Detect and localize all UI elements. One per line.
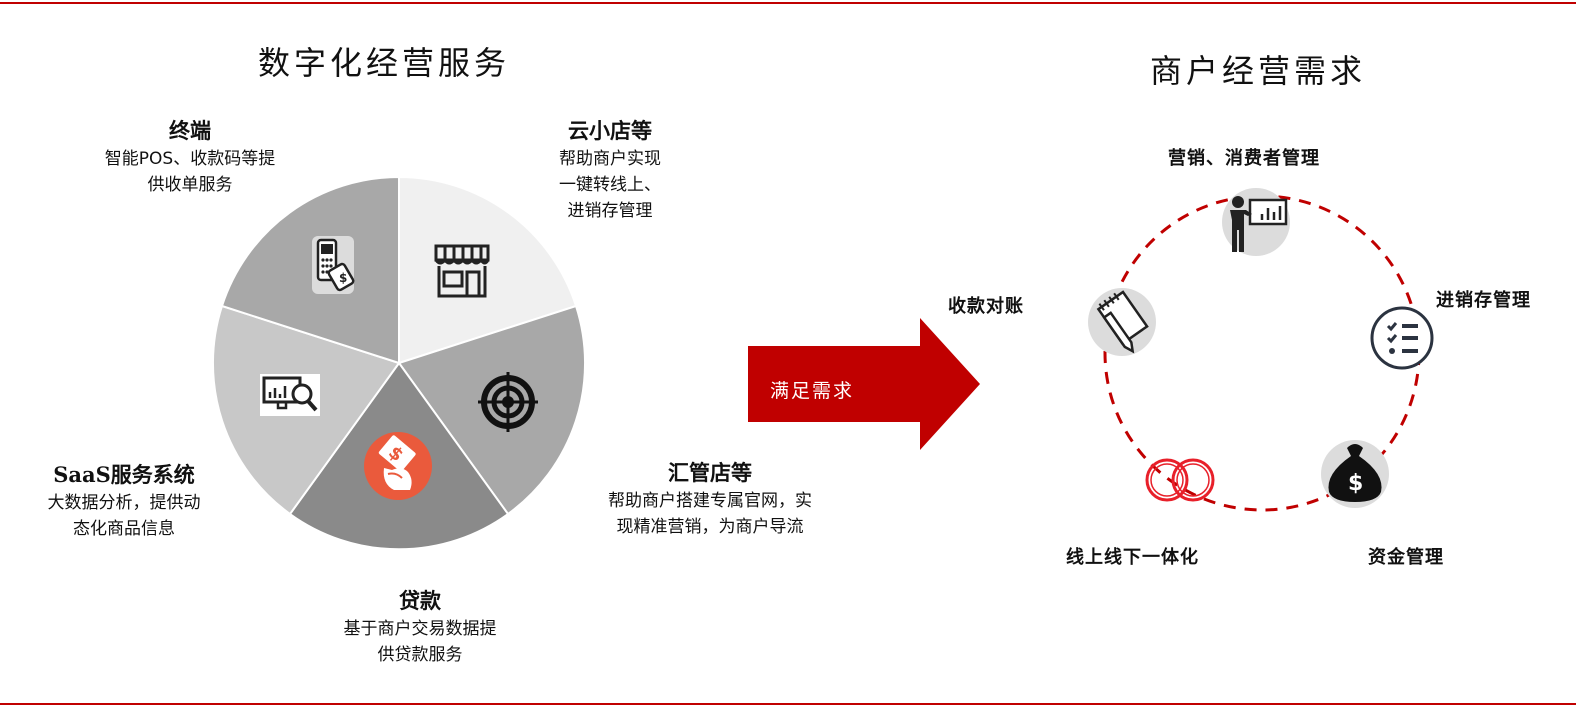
- segment-desc-line: 态化商品信息: [73, 519, 175, 539]
- segment-heading: 贷款: [399, 588, 441, 613]
- top-rule: [0, 2, 1576, 4]
- segment-desc-line: 供收单服务: [147, 175, 233, 195]
- segment-loan-text: 贷款 基于商户交易数据提 供贷款服务: [290, 586, 550, 668]
- segment-heading: 终端: [169, 118, 211, 143]
- satisfy-arrow: [748, 318, 980, 450]
- bottom-rule: [0, 703, 1576, 705]
- segment-desc-line: 大数据分析，提供动: [47, 493, 201, 513]
- svg-text:$: $: [339, 271, 347, 285]
- pie-wedge-cloud-store: [398, 175, 578, 365]
- node-label-marketing: 营销、消费者管理: [1168, 148, 1320, 169]
- storefront-icon: [434, 244, 490, 298]
- left-title: 数字化经营服务: [258, 44, 511, 82]
- segment-desc-line: 供贷款服务: [377, 645, 463, 665]
- segment-terminal-text: 终端 智能POS、收款码等提 供收单服务: [40, 116, 340, 198]
- right-title: 商户经营需求: [1150, 52, 1367, 90]
- segment-huiguan-text: 汇管店等 帮助商户搭建专属官网，实 现精准营销，为商户导流: [560, 458, 860, 540]
- pos-terminal-icon: $: [312, 236, 355, 294]
- notepad-pen-icon: [1088, 288, 1156, 356]
- node-label-inventory: 进销存管理: [1436, 290, 1531, 311]
- segment-desc-line: 现精准营销，为商户导流: [616, 517, 804, 537]
- pie-wedge-huiguan: [397, 304, 587, 516]
- segment-desc-line: 帮助商户实现: [559, 149, 661, 169]
- node-label-funds: 资金管理: [1368, 547, 1444, 568]
- segment-desc-line: 帮助商户搭建专属官网，实: [608, 491, 812, 511]
- presenter-chart-icon: [1222, 188, 1290, 256]
- segment-desc-line: 智能POS、收款码等提: [104, 149, 276, 169]
- segment-desc-line: 进销存管理: [567, 201, 653, 221]
- checklist-icon: [1370, 306, 1434, 370]
- svg-text:$: $: [1348, 471, 1363, 496]
- linked-rings-icon: [1145, 458, 1215, 502]
- segment-heading: 云小店等: [568, 118, 652, 143]
- segment-heading: SaaS服务系统: [53, 462, 195, 487]
- money-bag-icon: $: [1321, 440, 1389, 508]
- node-label-omnichannel: 线上线下一体化: [1066, 547, 1199, 568]
- segment-saas-text: SaaS服务系统 大数据分析，提供动 态化商品信息: [4, 460, 244, 542]
- analytics-monitor-icon: [260, 374, 320, 416]
- segment-desc-line: 一键转线上、: [559, 175, 661, 195]
- segment-desc-line: 基于商户交易数据提: [343, 619, 497, 639]
- target-icon: [478, 372, 538, 432]
- satisfy-arrow-label: 满足需求: [770, 380, 855, 402]
- segment-heading: 汇管店等: [668, 460, 752, 485]
- node-label-reconciliation: 收款对账: [948, 296, 1024, 317]
- segment-cloud-store-text: 云小店等 帮助商户实现 一键转线上、 进销存管理: [520, 116, 700, 224]
- loan-money-icon: $: [364, 432, 432, 500]
- pie-wedge-terminal: [220, 175, 400, 365]
